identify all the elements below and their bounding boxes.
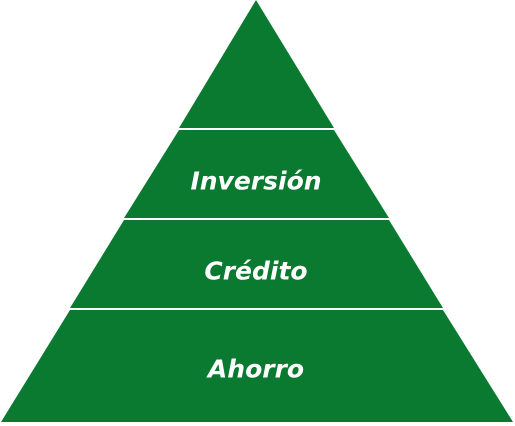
tier-label-ahorro: Ahorro — [206, 355, 304, 384]
pyramid-tier-credito — [70, 220, 443, 308]
pyramid-tier-ahorro — [1, 310, 513, 422]
tier-label-credito: Crédito — [204, 257, 307, 286]
tier-label-inversion: Inversión — [190, 167, 321, 196]
pyramid-tier-apex — [179, 0, 334, 128]
pyramid-tier-inversion — [124, 130, 389, 218]
